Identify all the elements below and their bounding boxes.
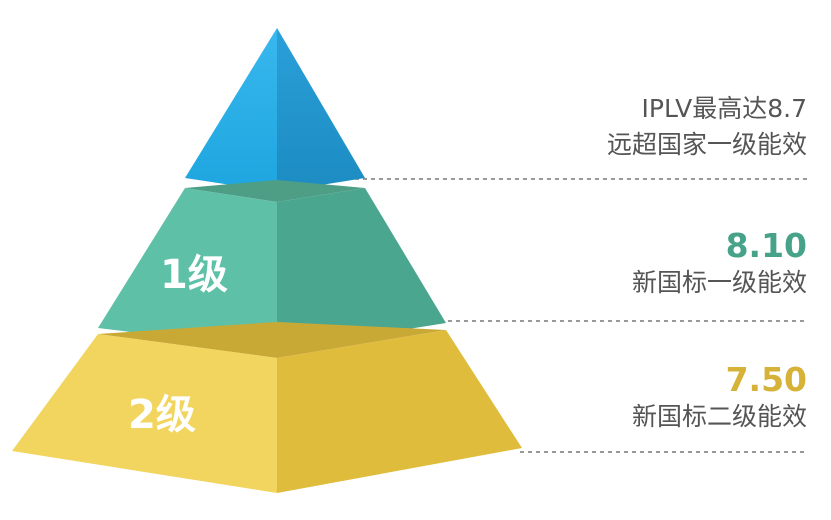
tier-middle-top-face [185,180,365,202]
annotation-middle-caption: 新国标一级能效 [631,268,807,297]
tier-middle-left-face [98,188,277,350]
annotation-bottom-caption: 新国标二级能效 [631,402,807,431]
tier-label-bottom: 2级 [128,392,196,438]
annotation-middle: 8.10 新国标一级能效 [632,227,807,301]
annotation-top-line1: IPLV最高达8.7 [641,94,808,123]
tier-top-left-face [185,28,277,192]
tier-top-right-face [277,28,365,192]
annotation-middle-value: 8.10 [725,226,807,265]
tier-middle-right-face [277,188,446,350]
tier-bottom-top-face [98,322,446,358]
pyramid-tier-middle [98,180,446,350]
annotation-top: IPLV最高达8.7 远超国家一级能效 [607,91,807,163]
annotation-top-line2: 远超国家一级能效 [606,130,807,159]
pyramid-tier-bottom [12,322,522,493]
tier-bottom-left-face [12,334,277,493]
tier-bottom-right-face [277,330,522,493]
annotation-bottom: 7.50 新国标二级能效 [632,361,807,435]
annotation-bottom-value: 7.50 [725,360,807,399]
tier-label-middle: 1级 [160,252,228,298]
pyramid-tier-top [185,28,365,192]
